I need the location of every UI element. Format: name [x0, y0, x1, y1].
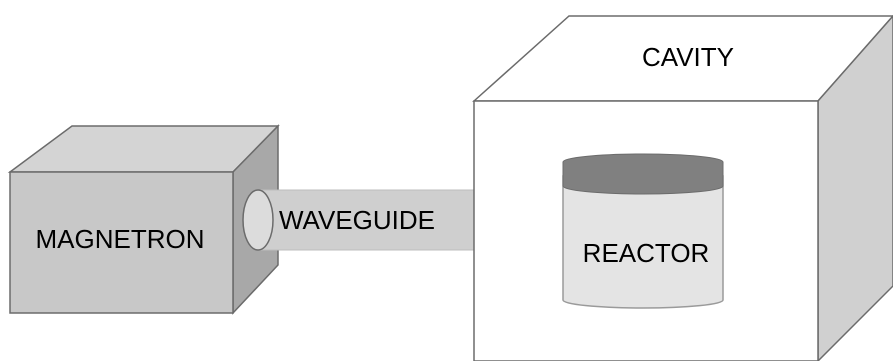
waveguide-end-opening [242, 189, 274, 251]
waveguide-body [244, 190, 474, 250]
waveguide-label: WAVEGUIDE [279, 205, 435, 235]
reactor-cylinder: REACTOR [562, 153, 724, 309]
magnetron-box: MAGNETRON [7, 124, 280, 315]
reactor-body [562, 175, 724, 309]
reactor-lid [562, 153, 724, 195]
magnetron-top-face [7, 125, 280, 173]
reactor-label: REACTOR [583, 238, 710, 268]
cavity-label: CAVITY [642, 42, 734, 72]
magnetron-label: MAGNETRON [36, 224, 205, 254]
waveguide-tube: WAVEGUIDE [242, 189, 474, 251]
magnetron-front-face [9, 171, 234, 314]
